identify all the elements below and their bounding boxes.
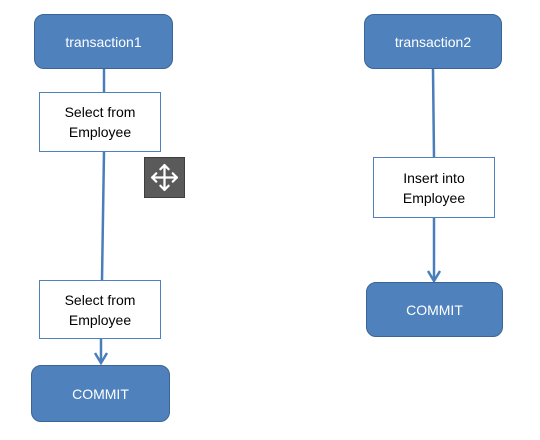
transaction2-node[interactable]: transaction2 <box>364 14 502 69</box>
t2-insert-line2: Employee <box>402 189 466 206</box>
t2-commit-label: COMMIT <box>406 301 463 318</box>
t1-select-2-line2: Employee <box>68 311 132 328</box>
t1-select-from-employee-2[interactable]: Select from Employee <box>39 280 161 339</box>
transaction1-label: transaction1 <box>65 33 142 50</box>
t1-commit-node[interactable]: COMMIT <box>31 365 170 422</box>
t2-commit-node[interactable]: COMMIT <box>366 282 503 337</box>
arrowhead-t1-commit <box>93 352 109 366</box>
edge-select1-to-select2 <box>100 151 106 281</box>
t2-insert-into-employee[interactable]: Insert into Employee <box>373 157 495 218</box>
transaction2-label: transaction2 <box>394 33 472 50</box>
t2-insert-line1: Insert into <box>403 169 465 186</box>
arrowhead-t2-commit <box>426 270 442 284</box>
t2-insert-text: Insert into Employee <box>403 168 465 208</box>
t1-select-1-text: Select from Employee <box>65 102 136 142</box>
edge-t2-to-insert <box>431 68 436 158</box>
t1-select-from-employee-1[interactable]: Select from Employee <box>39 92 161 152</box>
t1-commit-label: COMMIT <box>72 385 129 402</box>
t1-select-1-line2: Employee <box>68 124 132 140</box>
t1-select-2-text: Select from Employee <box>65 290 136 330</box>
t1-select-1-line1: Select from <box>64 104 136 120</box>
transaction1-node[interactable]: transaction1 <box>34 14 173 69</box>
t1-select-2-line1: Select from <box>64 291 136 308</box>
move-icon <box>150 163 179 192</box>
move-handle[interactable] <box>144 157 185 198</box>
